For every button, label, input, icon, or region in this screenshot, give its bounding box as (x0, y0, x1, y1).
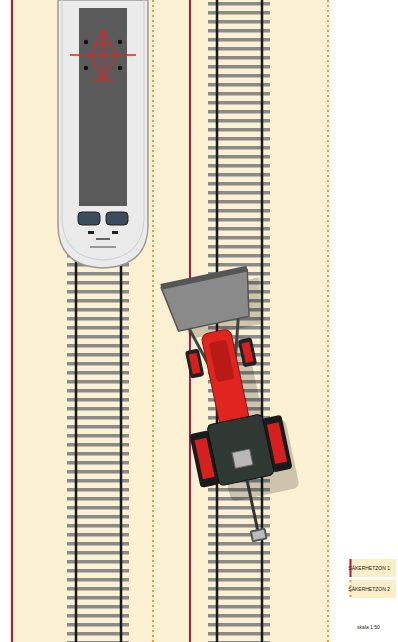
legend-item: SÄKERHETZON 2 (349, 580, 396, 598)
safety-zone-1 (12, 0, 190, 642)
train (58, 0, 148, 268)
legend-text: SÄKERHETZON 2 (348, 586, 390, 592)
loader-tractor (157, 264, 312, 551)
track-bed (10, 0, 330, 642)
pantograph (70, 30, 136, 80)
scale-note-box: skala 1:50 (357, 624, 380, 630)
legend-text: SÄKERHETZON 1 (348, 565, 390, 571)
legend-item: SÄKERHETZON 1 (349, 559, 396, 577)
safety-zone-2 (153, 0, 328, 642)
scale-note: skala 1:50 (357, 624, 380, 630)
